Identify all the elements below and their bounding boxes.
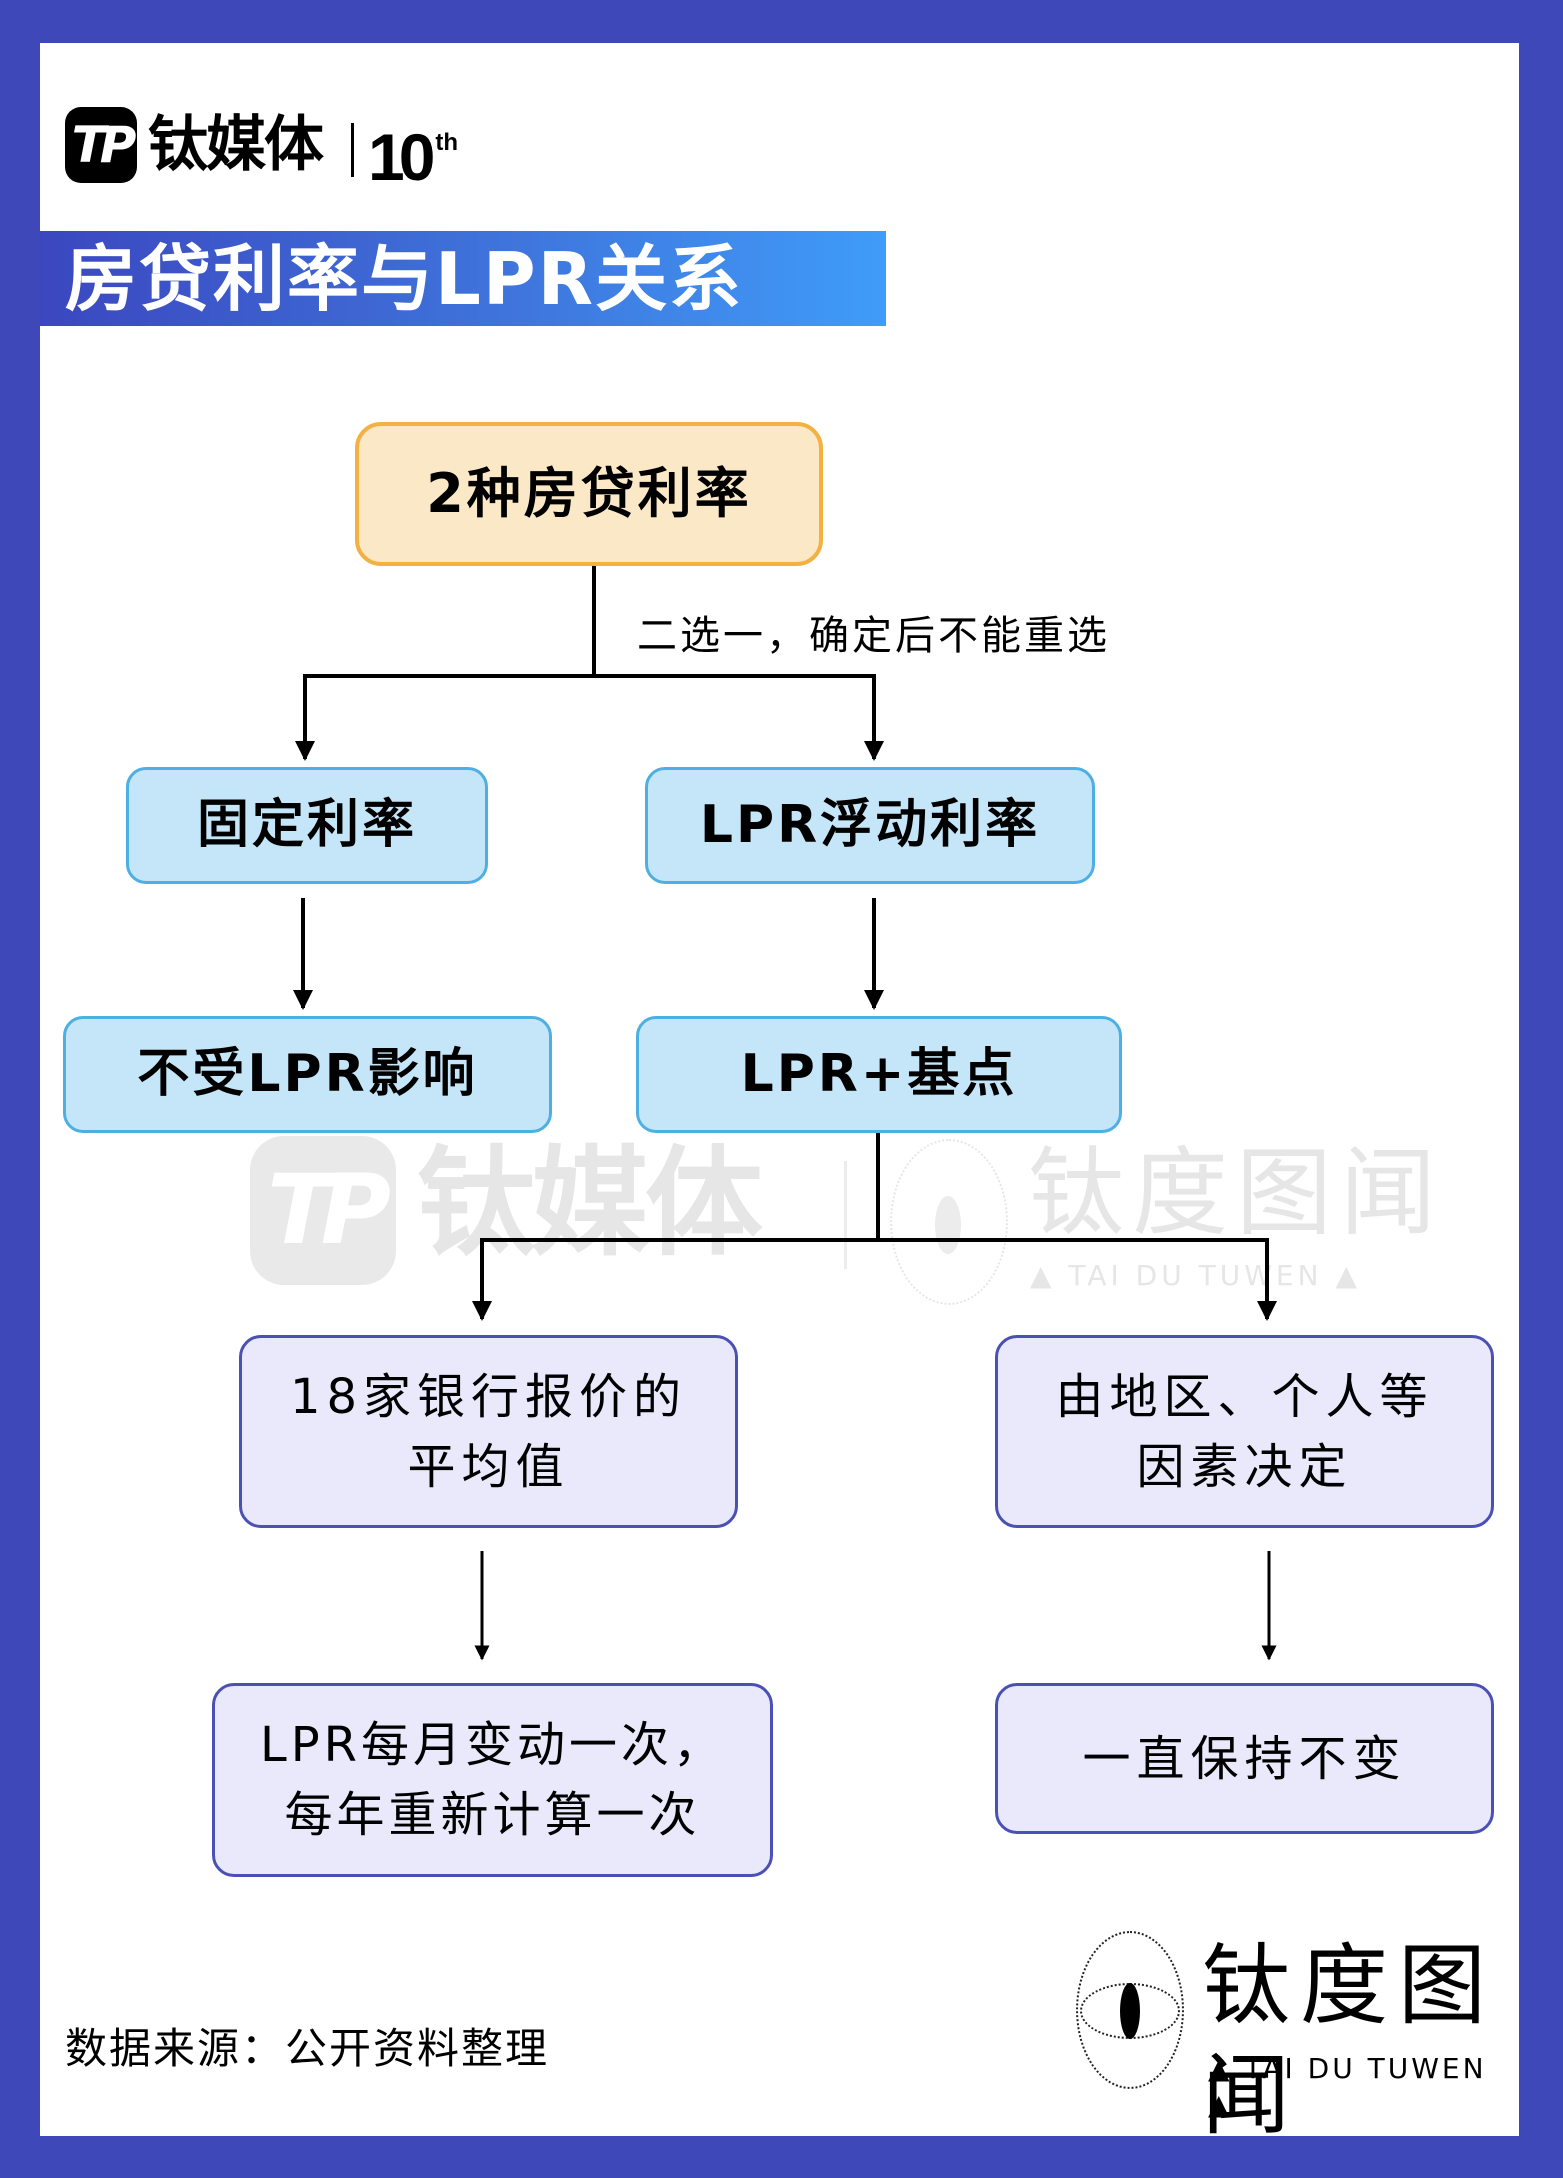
node-lpr-result-line2: 每年重新计算一次: [284, 1787, 701, 1843]
data-source-note: 数据来源：公开资料整理: [65, 2024, 550, 2073]
node-fixed-rate: 固定利率: [126, 767, 488, 884]
footer-logo-subtitle: ▲ TAI DU TUWEN ▲: [1208, 2052, 1487, 2121]
watermark-divider: [844, 1161, 847, 1269]
footer-eye-logo-icon: [1076, 1931, 1186, 2091]
watermark-brand-name: 钛媒体: [417, 1134, 763, 1272]
logo-outer-ring-icon: [1076, 1931, 1184, 2089]
node-lpr-result-line1: LPR每月变动一次，: [259, 1717, 726, 1773]
footer-logo-name: 钛度图闻: [1202, 1934, 1497, 2147]
connector-lines: [293, 565, 1277, 1661]
watermark-logo-icon: TP: [250, 1136, 396, 1285]
watermark-eye-ring-icon: [890, 1139, 1008, 1305]
choice-edge-label: 二选一，确定后不能重选: [637, 613, 1110, 659]
node-fixed-rate-label: 固定利率: [196, 795, 417, 856]
brand-logo-icon: TP: [65, 107, 137, 183]
node-basis-definition-line1: 由地区、个人等: [1055, 1368, 1434, 1425]
title-banner: 房贷利率与LPR关系: [40, 231, 886, 326]
node-basis-result-label: 一直保持不变: [1082, 1730, 1407, 1787]
watermark-partner-name: 钛度图闻: [1028, 1137, 1444, 1249]
node-fixed-result: 不受LPR影响: [63, 1016, 552, 1133]
node-basis-definition: 由地区、个人等 因素决定: [995, 1335, 1494, 1528]
node-floating-formula-label: LPR+基点: [740, 1044, 1018, 1105]
brand-name: 钛媒体: [148, 110, 324, 180]
logo-pupil-icon: [1120, 1983, 1140, 2039]
node-floating-rate: LPR浮动利率: [645, 767, 1095, 884]
node-fixed-result-label: 不受LPR影响: [137, 1044, 478, 1105]
node-floating-formula: LPR+基点: [636, 1016, 1122, 1133]
anniversary-number: 10: [368, 120, 435, 194]
watermark-eye-icon: [935, 1196, 961, 1254]
page-title: 房贷利率与LPR关系: [65, 237, 744, 321]
node-lpr-definition-line2: 平均值: [407, 1438, 570, 1495]
node-floating-rate-label: LPR浮动利率: [699, 795, 1041, 856]
node-basis-definition-line2: 因素决定: [1136, 1438, 1353, 1495]
node-lpr-definition: 18家银行报价的 平均值: [239, 1335, 738, 1528]
brand-divider: [351, 123, 354, 177]
watermark-partner-subtitle: ▲ TAI DU TUWEN ▲: [1030, 1259, 1361, 1292]
node-lpr-definition-line1: 18家银行报价的: [289, 1368, 688, 1425]
node-basis-result: 一直保持不变: [995, 1683, 1494, 1834]
node-root-label: 2种房贷利率: [426, 461, 752, 525]
node-root: 2种房贷利率: [355, 422, 823, 566]
node-lpr-result: LPR每月变动一次， 每年重新计算一次: [212, 1683, 773, 1877]
anniversary-suffix: th: [435, 129, 459, 156]
